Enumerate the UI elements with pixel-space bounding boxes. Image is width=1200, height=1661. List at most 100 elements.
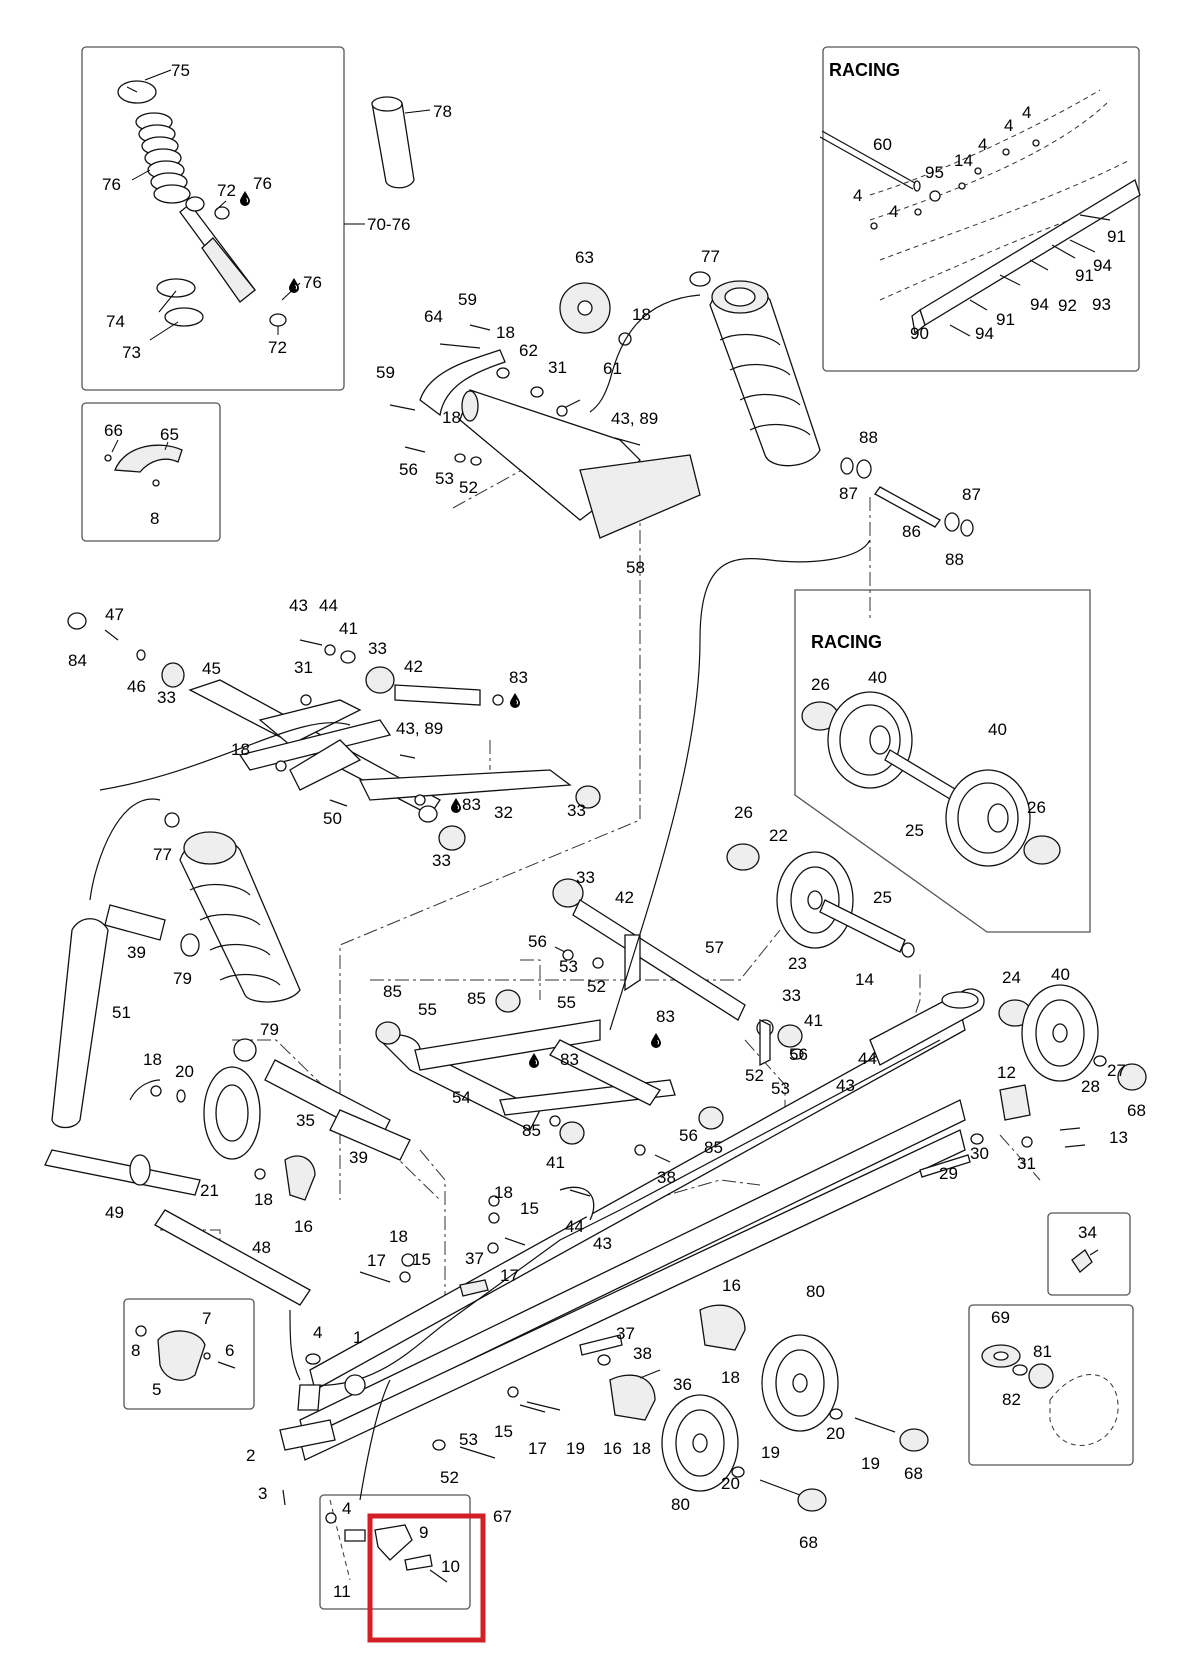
callout-18: 18 [143, 1050, 162, 1069]
wheel-bearing-panel [968, 1304, 1134, 1466]
callout-84: 84 [68, 651, 87, 670]
callout-18: 18 [721, 1368, 740, 1387]
callout-49: 49 [105, 1203, 124, 1222]
callout-4: 4 [1022, 103, 1031, 122]
callout-18: 18 [494, 1183, 513, 1202]
callout-57: 57 [705, 938, 724, 957]
mid-wheel-set [726, 843, 915, 958]
callout-56: 56 [789, 1045, 808, 1064]
callout-18: 18 [442, 408, 461, 427]
shock-spring-kit [117, 69, 431, 341]
callout-17: 17 [500, 1266, 519, 1285]
callout-47: 47 [105, 605, 124, 624]
callout-55: 55 [557, 993, 576, 1012]
callout-13: 13 [1109, 1128, 1128, 1147]
bumper-part [104, 439, 183, 487]
callout-5: 5 [152, 1380, 161, 1399]
callout-52: 52 [440, 1468, 459, 1487]
racing-wheel-panel [794, 589, 1091, 933]
callout-91: 91 [996, 310, 1015, 329]
callout-33: 33 [432, 851, 451, 870]
callout-16: 16 [603, 1439, 622, 1458]
callout-10: 10 [441, 1557, 460, 1576]
callout-20: 20 [175, 1062, 194, 1081]
callout-73: 73 [122, 343, 141, 362]
callout-95: 95 [925, 163, 944, 182]
callout-58: 58 [626, 558, 645, 577]
callout-38: 38 [633, 1344, 652, 1363]
callout-54: 54 [452, 1088, 471, 1107]
callout-83: 83 [560, 1050, 579, 1069]
lower-wheels [579, 1304, 929, 1512]
callout-34: 34 [1078, 1223, 1097, 1242]
callout-76: 76 [303, 273, 322, 292]
callout-43: 43 [289, 596, 308, 615]
callout-83: 83 [656, 1007, 675, 1026]
callout-22: 22 [769, 826, 788, 845]
callout-9: 9 [419, 1523, 428, 1542]
callout-83: 83 [509, 668, 528, 687]
callout-43: 43 [593, 1234, 612, 1253]
callout-7: 7 [202, 1309, 211, 1328]
slide-bracket [325, 1512, 448, 1583]
callout-21: 21 [200, 1181, 219, 1200]
callout-33: 33 [157, 688, 176, 707]
callout-81: 81 [1033, 1342, 1052, 1361]
callout-18: 18 [496, 323, 515, 342]
mid-arm [67, 612, 601, 851]
callout-68: 68 [1127, 1101, 1146, 1120]
callout-90: 90 [910, 324, 929, 343]
callout-43-89: 43, 89 [611, 409, 658, 428]
callout-63: 63 [575, 248, 594, 267]
callout-26: 26 [734, 803, 753, 822]
callout-6: 6 [225, 1341, 234, 1360]
callout-61: 61 [603, 359, 622, 378]
grease-drop-icons [450, 692, 662, 1069]
callout-41: 41 [804, 1011, 823, 1030]
callout-35: 35 [296, 1111, 315, 1130]
callout-86: 86 [902, 522, 921, 541]
callout-2: 2 [246, 1446, 255, 1465]
callout-68: 68 [799, 1533, 818, 1552]
callout-88: 88 [945, 550, 964, 569]
callout-31: 31 [1017, 1154, 1036, 1173]
slide-bracket-panel [319, 1494, 471, 1610]
callout-40: 40 [988, 720, 1007, 739]
callout-76: 76 [102, 175, 121, 194]
callout-78: 78 [433, 102, 452, 121]
callout-42: 42 [404, 657, 423, 676]
callout-16: 16 [294, 1217, 313, 1236]
callout-19: 19 [861, 1454, 880, 1473]
callout-56: 56 [399, 460, 418, 479]
wheel-bearing [981, 1344, 1119, 1446]
callout-8: 8 [150, 509, 159, 528]
callout-80: 80 [806, 1282, 825, 1301]
callout-85: 85 [467, 989, 486, 1008]
callout-68: 68 [904, 1464, 923, 1483]
callout-64: 64 [424, 307, 443, 326]
callout-33: 33 [567, 801, 586, 820]
callout-50: 50 [323, 809, 342, 828]
callout-82: 82 [1002, 1390, 1021, 1409]
callout-4: 4 [1004, 116, 1013, 135]
callout-11: 11 [333, 1582, 351, 1601]
callout-65: 65 [160, 425, 179, 444]
callout-85: 85 [704, 1138, 723, 1157]
grease-fitting [1071, 1249, 1099, 1273]
callout-29: 29 [939, 1164, 958, 1183]
callout-18: 18 [254, 1190, 273, 1209]
callout-4: 4 [853, 186, 862, 205]
callout-18: 18 [632, 305, 651, 324]
callout-45: 45 [202, 659, 221, 678]
callout-69: 69 [991, 1308, 1010, 1327]
callout-30: 30 [970, 1144, 989, 1163]
callout-56: 56 [679, 1126, 698, 1145]
callout-44: 44 [319, 596, 338, 615]
callout-19: 19 [761, 1443, 780, 1462]
callout-43-89: 43, 89 [396, 719, 443, 738]
callout-39: 39 [127, 943, 146, 962]
callout-53: 53 [559, 957, 578, 976]
misc-hardware [282, 1115, 671, 1506]
callout-27: 27 [1107, 1061, 1126, 1080]
callout-52: 52 [587, 977, 606, 996]
